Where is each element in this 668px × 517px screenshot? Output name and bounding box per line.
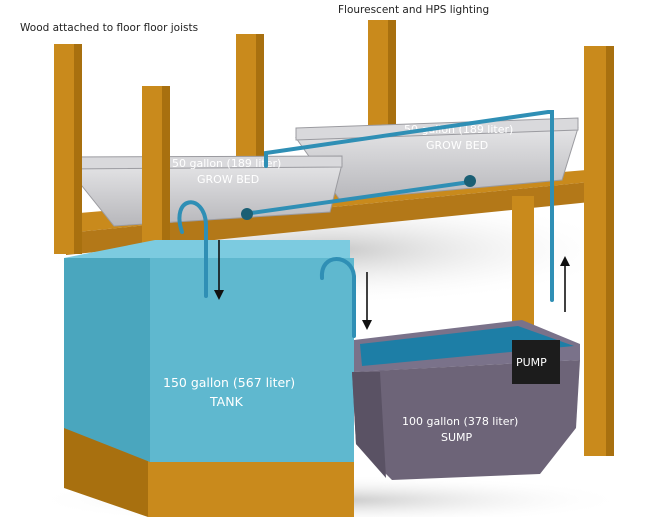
bell-siphon-right [464, 175, 476, 187]
overflow-pipe-tank-to-sump [319, 257, 356, 338]
front-posts [54, 44, 614, 456]
supply-pipe [242, 110, 554, 302]
sump-water [360, 326, 574, 366]
arrow-up-icon [560, 256, 570, 312]
arrow-down-icon [362, 272, 372, 330]
tank: 150 gallon (567 liter) TANK [64, 240, 354, 462]
arrow-down-icon [214, 240, 224, 300]
bell-siphon-left [241, 208, 253, 220]
flow-arrows [214, 240, 570, 330]
sump: 100 gallon (378 liter) SUMP [352, 320, 580, 480]
tank-name: TANK [209, 394, 244, 409]
drain-pipe-bed-to-tank [177, 200, 208, 298]
tank-capacity: 150 gallon (567 liter) [163, 375, 295, 390]
sump-capacity: 100 gallon (378 liter) [402, 415, 518, 428]
sump-body [352, 360, 580, 480]
pump-label: PUMP [516, 356, 547, 369]
grow-bed-left-name: GROW BED [197, 173, 259, 186]
wood-annotation: Wood attached to floor floor joists [20, 22, 198, 34]
grow-bed-left-capacity: 50 gallon (189 liter) [172, 157, 281, 170]
grow-bed-right-name: GROW BED [426, 139, 488, 152]
lighting-annotation: Flourescent and HPS lighting [338, 4, 489, 16]
tank-side [64, 258, 150, 462]
tank-front [150, 258, 354, 462]
pump: PUMP [512, 340, 560, 384]
shelf-front-beam [66, 180, 610, 255]
sump-name: SUMP [441, 431, 473, 444]
grow-bed-right-capacity: 50 gallon (189 liter) [404, 123, 513, 136]
post-right-back [512, 196, 534, 341]
pump-box [512, 340, 560, 384]
post-right-front [584, 46, 610, 456]
